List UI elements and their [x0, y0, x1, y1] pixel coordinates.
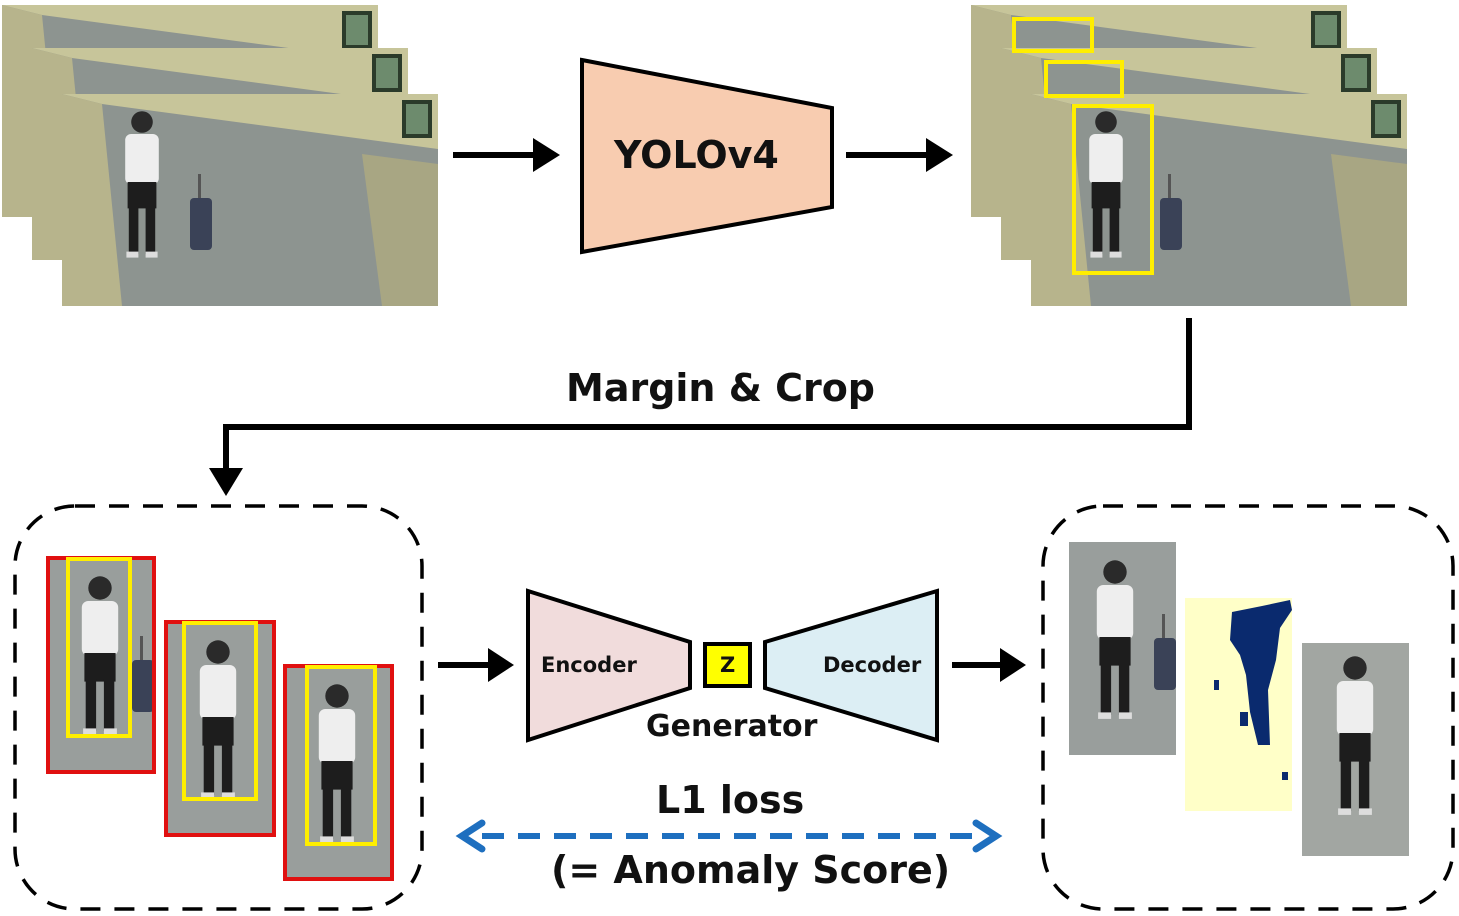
l1-loss-label: L1 loss [656, 778, 805, 822]
detection-box-back [1012, 17, 1094, 53]
anomaly-map [1185, 598, 1292, 811]
cropped-patch-2 [164, 620, 276, 837]
encoder-label: Encoder [541, 653, 637, 677]
arrow-from-detector [846, 138, 953, 172]
detection-box-1 [66, 557, 132, 738]
arrow-to-detector [453, 138, 560, 172]
arrow-to-generator [438, 648, 514, 682]
detection-box-middle [1044, 60, 1124, 98]
detection-box-2 [182, 621, 258, 801]
detection-box-front [1072, 104, 1154, 275]
margin-crop-label: Margin & Crop [566, 366, 876, 410]
latent-z-block [703, 642, 752, 688]
cropped-patch-1 [46, 556, 156, 774]
encoder-block [526, 588, 692, 743]
anomaly-score-label: (= Anomaly Score) [551, 848, 951, 892]
output-images [1069, 542, 1409, 856]
input-frame-front [62, 94, 438, 306]
yolo-detector-block [580, 57, 834, 255]
cropped-patches [46, 556, 394, 881]
cropped-patches-region [13, 504, 424, 911]
l1-loss-double-arrow [455, 819, 1003, 853]
margin-crop-arrow [209, 318, 1192, 496]
cropped-patch-3 [283, 664, 394, 881]
generator-label: Generator [646, 709, 818, 744]
detected-frame-stack [971, 5, 1407, 306]
latent-z-label: Z [720, 653, 736, 677]
output-region [1041, 504, 1455, 911]
target-patch [1302, 643, 1409, 856]
arrow-from-generator [952, 648, 1026, 682]
decoder-label: Decoder [823, 653, 922, 677]
reconstructed-patch [1069, 542, 1176, 755]
decoder-block [763, 588, 939, 743]
input-frame-stack [2, 5, 438, 306]
detection-box-3 [305, 665, 377, 846]
detector-label: YOLOv4 [614, 133, 779, 177]
